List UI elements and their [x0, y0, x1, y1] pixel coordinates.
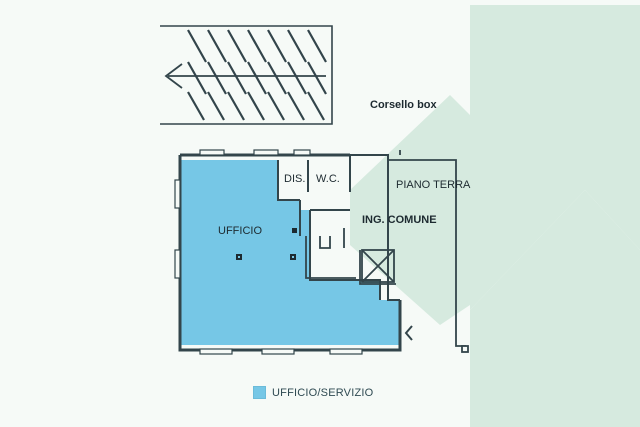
office-interior-walls — [277, 154, 400, 301]
elevator-cross-icon — [361, 249, 395, 283]
piano-terra-label: PIANO TERRA — [396, 179, 471, 191]
entrance-arrow-icon — [404, 325, 413, 341]
corner-post — [461, 345, 469, 353]
watermark-bottom-shape — [470, 190, 640, 427]
office-windows — [174, 149, 363, 355]
parking-ramp — [160, 25, 333, 125]
corridor-line — [388, 159, 466, 347]
watermark-upper-shape — [470, 5, 640, 310]
office-unit — [174, 149, 402, 355]
stair-inner — [319, 236, 331, 249]
wc-label: W.C. — [316, 173, 340, 185]
dis-label: DIS. — [284, 173, 305, 185]
office-fill — [180, 160, 400, 345]
ramp-outline — [160, 25, 333, 125]
stair-wall — [305, 236, 356, 279]
elevator-shaft — [361, 249, 395, 283]
legend-label-ufficio: UFFICIO/SERVIZIO — [272, 386, 374, 399]
legend: UFFICIO/SERVIZIO — [253, 386, 373, 399]
ramp-hatching — [187, 29, 327, 121]
pillar-cores — [238, 256, 294, 258]
ramp-direction-arrow-icon — [164, 63, 326, 89]
legend-swatch-ufficio — [253, 386, 266, 399]
ing-comune-label: ING. COMUNE — [362, 214, 437, 226]
corsello-box-label: Corsello box — [370, 99, 438, 111]
common-area — [305, 150, 469, 353]
ufficio-label: UFFICIO — [218, 225, 262, 237]
